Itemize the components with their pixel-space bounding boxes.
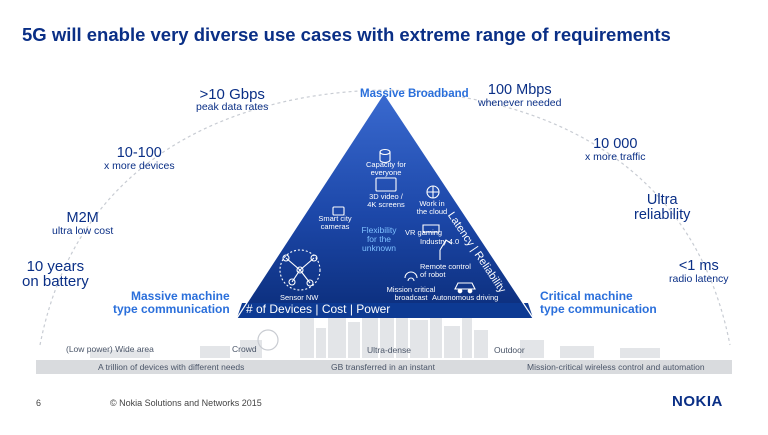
callout-traffic: 10 000 x more traffic (585, 136, 646, 163)
edge-devices-cost-power: # of Devices | Cost | Power (246, 302, 391, 316)
camera-icon (332, 206, 345, 216)
critical-machine-label: Critical machine type communication (540, 289, 657, 317)
car-icon (454, 282, 476, 290)
page-number: 6 (36, 398, 42, 408)
callout-peak-rate: >10 Gbps peak data rates (196, 86, 269, 113)
vr-headset-icon (422, 224, 440, 233)
zone-outdoor: Outdoor (494, 345, 525, 355)
sensor-nw-label: Sensor NW (280, 293, 319, 302)
callout-battery: 10 years on battery (22, 258, 89, 290)
callout-more-devices: 10-100 x more devices (104, 145, 175, 172)
strip-mission: Mission-critical wireless control and au… (527, 362, 705, 372)
screen-icon (375, 177, 397, 192)
industry-label: Industry 4.0 (420, 237, 460, 246)
robot-arm-icon (439, 239, 453, 260)
copyright: © Nokia Solutions and Networks 2015 (110, 398, 262, 408)
strip-devices: A trillion of devices with different nee… (98, 362, 245, 372)
video-label: 3D video /4K screens (367, 192, 405, 209)
vr-gaming-label: VR gaming (405, 228, 443, 237)
broadcast-icon (404, 271, 418, 282)
callout-latency: <1 ms radio latency (669, 258, 729, 285)
massive-broadband-label: Massive Broadband (360, 88, 469, 100)
nokia-logo: NOKIA (672, 393, 723, 410)
callout-100mbps: 100 Mbps whenever needed (478, 82, 562, 109)
callout-m2m: M2M ultra low cost (52, 210, 114, 237)
sensor-network-icon (279, 249, 321, 291)
strip-transfer: GB transferred in an instant (331, 362, 435, 372)
callout-ultra-reliability: Ultra reliability (634, 192, 691, 223)
massive-machine-label: Massive machine type communication (113, 289, 230, 317)
autonomous-label: Autonomous driving (432, 293, 499, 302)
info-strip (36, 360, 732, 374)
city-skyline (90, 300, 660, 358)
requirements-triangle (237, 93, 533, 318)
triangle-icons (279, 148, 476, 294)
page-title: 5G will enable very diverse use cases wi… (22, 24, 671, 45)
ferris-wheel-icon (257, 329, 279, 351)
zone-crowd: Crowd (232, 344, 257, 354)
zone-wide-area: (Low power) Wide area (66, 344, 154, 354)
zone-ultra-dense: Ultra-dense (367, 345, 411, 355)
triangle-bottom-band (237, 303, 533, 318)
